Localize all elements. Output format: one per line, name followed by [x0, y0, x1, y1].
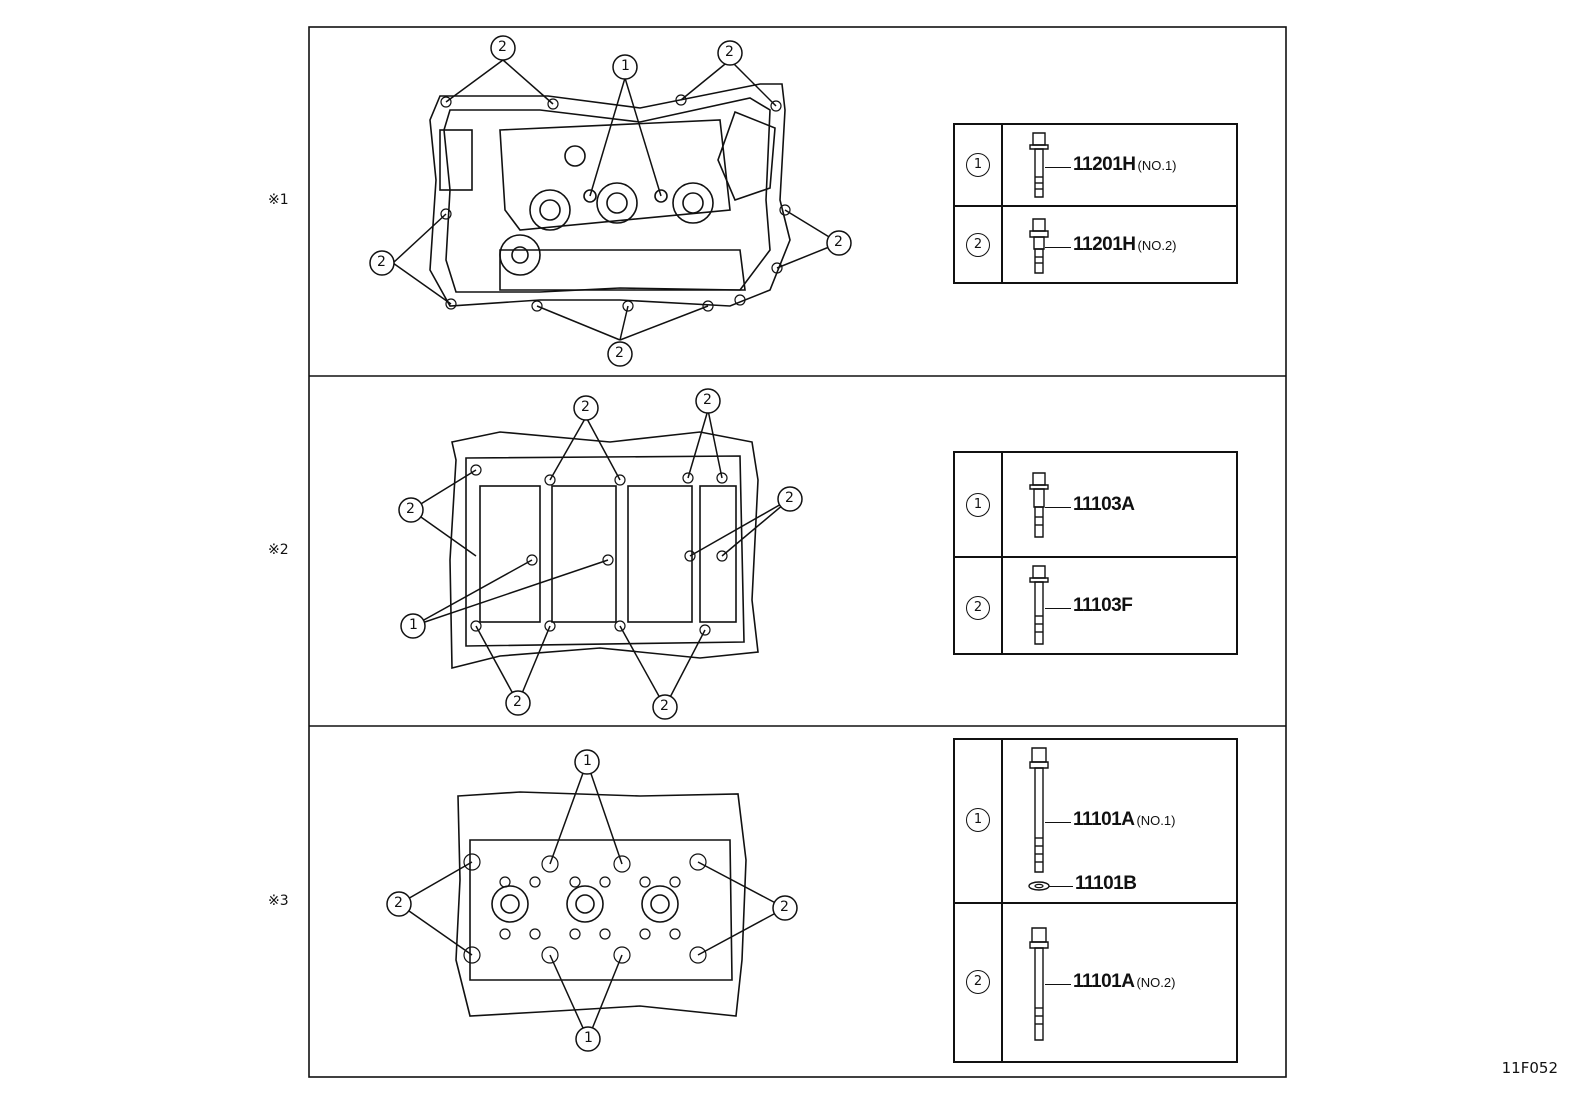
panel-1-mark: ※1 [268, 192, 289, 208]
legend-row: 2 11103F [955, 556, 1236, 655]
leader-line [1045, 247, 1071, 248]
panel-3-mark: ※3 [268, 893, 289, 909]
panel-3-component-drawing [455, 791, 747, 1017]
leader-line [1045, 608, 1071, 609]
callout-number: 2 [703, 392, 712, 408]
legend-part-number: 11201H(NO.1) [1073, 154, 1177, 175]
panel-3-leaders [398, 761, 786, 1040]
legend-part-number: 11101A(NO.2) [1073, 971, 1176, 992]
legend-part-note: (NO.2) [1137, 238, 1177, 253]
legend-callout: 2 [966, 596, 990, 620]
panel-1-component-drawing [429, 83, 791, 312]
callout-number: 1 [409, 617, 418, 633]
callout-number: 2 [725, 44, 734, 60]
flange-bolt-icon [1029, 132, 1049, 198]
legend-part-note: (NO.1) [1136, 813, 1176, 828]
callout-number: 2 [660, 698, 669, 714]
callout-number: 2 [780, 899, 789, 915]
callout-number: 2 [615, 345, 624, 361]
legend-divider [1001, 740, 1003, 1061]
diagram-frame [308, 26, 1287, 1078]
legend-part-number: 11103A [1073, 494, 1135, 515]
callout-number: 1 [583, 753, 592, 769]
legend-part-number: 11101A(NO.1) [1073, 809, 1176, 830]
callout-number: 2 [377, 254, 386, 270]
legend-callout: 1 [966, 808, 990, 832]
legend-row: 2 11201H(NO.2) [955, 205, 1236, 284]
callout-number: 2 [834, 234, 843, 250]
legend-callout: 2 [966, 970, 990, 994]
leader-line [1045, 822, 1071, 823]
panel-2-component-drawing [449, 431, 759, 670]
panel-2-leaders [410, 409, 791, 708]
callout-number: 1 [621, 58, 630, 74]
panel-1-parts-legend: 1 11201H(NO.1) 2 11201H(NO.2) [953, 123, 1238, 284]
callout-number: 2 [406, 501, 415, 517]
legend-part-number: 11103F [1073, 595, 1133, 616]
flange-bolt-icon [1029, 472, 1049, 538]
callout-circles [369, 35, 852, 1052]
leader-line [1045, 507, 1071, 508]
legend-row: 1 11201H(NO.1) [955, 125, 1236, 205]
callout-number: 2 [785, 490, 794, 506]
figure-id: 11F052 [1501, 1059, 1558, 1077]
legend-washer-part-number: 11101B [1075, 873, 1137, 894]
panel-1-leaders [392, 59, 840, 341]
legend-callout: 2 [966, 233, 990, 257]
legend-part-note: (NO.1) [1137, 158, 1177, 173]
washer-icon [1028, 881, 1050, 891]
legend-divider [1001, 453, 1003, 653]
legend-callout: 1 [966, 153, 990, 177]
flange-bolt-icon [1029, 218, 1049, 274]
legend-row: 2 11101A(NO.2) [955, 902, 1236, 1063]
legend-row: 1 11101A(NO.1) 11101B [955, 740, 1236, 902]
leader-line [1045, 167, 1071, 168]
legend-part-note: (NO.2) [1136, 975, 1176, 990]
leader-line [1049, 886, 1073, 887]
callout-number: 2 [394, 895, 403, 911]
callout-number: 2 [498, 39, 507, 55]
leader-line [1045, 984, 1071, 985]
legend-callout: 1 [966, 493, 990, 517]
callout-number: 1 [584, 1030, 593, 1046]
callout-number: 2 [581, 399, 590, 415]
callout-number: 2 [513, 694, 522, 710]
panel-2-mark: ※2 [268, 542, 289, 558]
legend-row: 1 11103A [955, 453, 1236, 556]
panel-3-parts-legend: 1 11101A(NO.1) 11101B 2 11101A(NO.2) [953, 738, 1238, 1063]
legend-divider [1001, 125, 1003, 282]
flange-bolt-icon [1029, 565, 1049, 645]
panel-2-parts-legend: 1 11103A 2 11103F [953, 451, 1238, 655]
flange-bolt-icon [1029, 747, 1049, 873]
legend-part-number: 11201H(NO.2) [1073, 234, 1177, 255]
flange-bolt-icon [1029, 927, 1049, 1041]
